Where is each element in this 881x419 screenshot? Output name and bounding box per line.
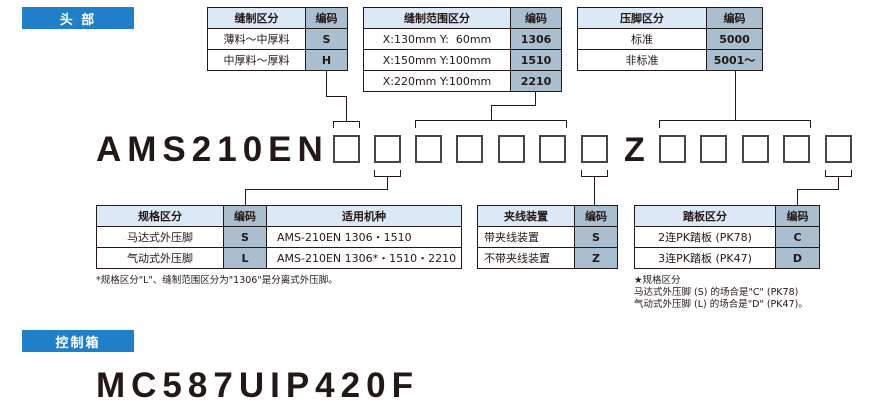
sewing-range-label: X:150mm Y:100mm (363, 49, 511, 71)
thread-clamp-code: S (574, 226, 618, 248)
pedal-note-line: 马达式外压脚 (S) 的场合是"C" (PK78) (634, 287, 799, 298)
header-code: 编码 (223, 205, 267, 227)
sewing-class-table: 缝制区分 编码 薄料～中厚料 S 中厚料～厚料 H (207, 7, 348, 71)
code-box-presser-4 (783, 135, 810, 163)
header-pedal: 踏板区分 (634, 205, 776, 227)
thread-clamp-code: Z (574, 247, 618, 269)
header-code: 编码 (775, 205, 820, 227)
sewing-range-code: 1510 (510, 49, 562, 71)
pedal-code: D (775, 247, 820, 269)
sewing-range-label: X:130mm Y: 60mm (363, 28, 511, 50)
code-box-spec-class (374, 135, 401, 163)
pedal-label: 3连PK踏板 (PK47) (634, 247, 776, 269)
header-thread-clamp: 夹线装置 (477, 205, 575, 227)
pedal-label: 2连PK踏板 (PK78) (634, 226, 776, 248)
code-box-sewing-class (333, 135, 360, 163)
code-box-range-3 (498, 135, 525, 163)
code-box-range-1 (415, 135, 442, 163)
sewing-class-code: S (305, 28, 348, 50)
spec-class-footnote: *规格区分"L"、缝制范围区分为"1306"是分离式外压脚。 (96, 275, 338, 286)
spec-class-table: 规格区分 编码 适用机种 马达式外压脚 S AMS-210EN 1306・151… (96, 205, 462, 269)
presser-foot-code: 5001～ (706, 49, 763, 71)
header-code: 编码 (305, 7, 348, 29)
presser-foot-code: 5000 (706, 28, 763, 50)
presser-foot-label: 非标准 (577, 49, 707, 71)
header-sewing-range: 缝制范围区分 (363, 7, 511, 29)
spec-class-code: L (223, 247, 267, 269)
header-spec-class: 规格区分 (96, 205, 224, 227)
presser-foot-table: 压脚区分 编码 标准 5000 非标准 5001～ (577, 7, 763, 71)
pedal-table: 踏板区分 编码 2连PK踏板 (PK78) C 3连PK踏板 (PK47) D (634, 205, 820, 269)
pedal-note-line: 气动式外压脚 (L) 的场合是"D" (PK47)。 (634, 299, 808, 310)
spec-class-applicable: AMS-210EN 1306・1510 (266, 226, 462, 248)
sewing-range-table: 缝制范围区分 编码 X:130mm Y: 60mm 1306 X:150mm Y… (363, 7, 562, 92)
pedal-note-line: ★规格区分 (634, 275, 681, 286)
presser-foot-label: 标准 (577, 28, 707, 50)
section-head-banner: 头 部 (22, 7, 134, 29)
sewing-class-code: H (305, 49, 348, 71)
sewing-class-label: 薄料～中厚料 (207, 28, 306, 50)
code-box-pedal (825, 135, 852, 163)
code-box-range-2 (456, 135, 483, 163)
sewing-range-code: 2210 (510, 70, 562, 92)
code-box-thread-clamp (581, 135, 608, 163)
thread-clamp-label: 不带夹线装置 (477, 247, 575, 269)
sewing-range-code: 1306 (510, 28, 562, 50)
header-code: 编码 (706, 7, 763, 29)
code-box-range-4 (539, 135, 566, 163)
thread-clamp-label: 带夹线装置 (477, 226, 575, 248)
pedal-code: C (775, 226, 820, 248)
code-box-presser-1 (659, 135, 686, 163)
spec-class-code: S (223, 226, 267, 248)
head-model-separator: Z (624, 131, 645, 169)
code-box-presser-3 (742, 135, 769, 163)
header-code: 编码 (510, 7, 562, 29)
section-control-banner: 控制箱 (22, 330, 134, 352)
pedal-notes: ★规格区分 马达式外压脚 (S) 的场合是"C" (PK78) 气动式外压脚 (… (634, 275, 808, 311)
header-code: 编码 (574, 205, 618, 227)
header-sewing-class: 缝制区分 (207, 7, 306, 29)
header-presser-foot: 压脚区分 (577, 7, 707, 29)
sewing-class-label: 中厚料～厚料 (207, 49, 306, 71)
thread-clamp-table: 夹线装置 编码 带夹线装置 S 不带夹线装置 Z (477, 205, 618, 269)
head-model-prefix: AMS210EN (96, 130, 329, 169)
header-applicable-model: 适用机种 (266, 205, 462, 227)
control-model-code: MC587UIP420F (96, 366, 419, 405)
spec-class-label: 气动式外压脚 (96, 247, 224, 269)
code-box-presser-2 (700, 135, 727, 163)
sewing-range-label: X:220mm Y:100mm (363, 70, 511, 92)
spec-class-label: 马达式外压脚 (96, 226, 224, 248)
spec-class-applicable: AMS-210EN 1306*・1510・2210 (266, 247, 462, 269)
